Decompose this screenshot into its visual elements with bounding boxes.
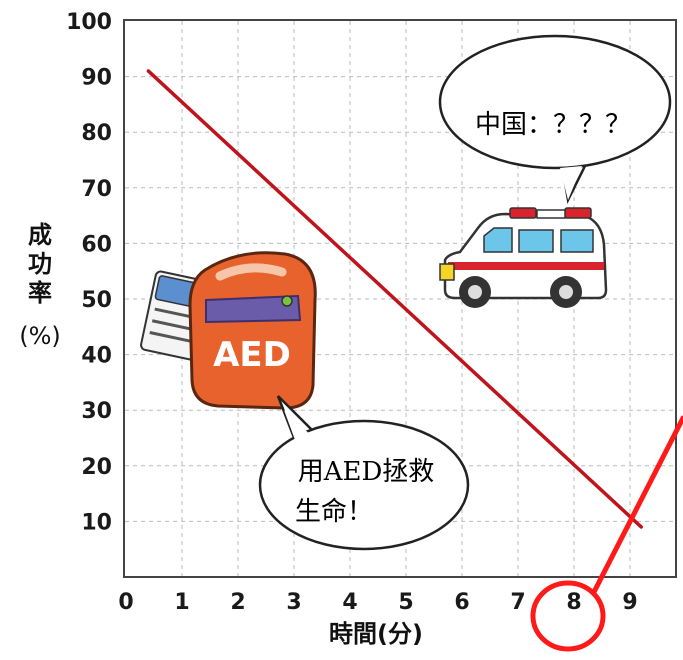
x-tick-label: 4 (342, 590, 357, 615)
x-tick-label: 7 (510, 590, 525, 615)
aed-body-icon (188, 251, 317, 410)
y-tick-label: 100 (66, 10, 112, 35)
x-tick-label: 9 (622, 590, 637, 615)
annotation-circle (530, 580, 606, 652)
y-tick-label: 70 (81, 177, 112, 202)
x-tick-labels: 0 1 2 3 4 5 6 7 8 9 (118, 590, 637, 615)
y-tick-label: 60 (81, 232, 112, 257)
x-tick-label: 2 (230, 590, 245, 615)
y-tick-label: 80 (81, 121, 112, 146)
y-axis-label-4: (%) (19, 322, 61, 350)
x-tick-label: 0 (118, 590, 133, 615)
y-axis-label-2: 功 (28, 250, 52, 278)
y-axis-label-3: 率 (28, 279, 52, 307)
aed-indicator-icon (281, 295, 293, 307)
x-tick-label: 3 (286, 590, 301, 615)
aed-handle-icon (215, 263, 287, 281)
y-tick-label: 50 (81, 288, 112, 313)
x-tick-label: 5 (398, 590, 413, 615)
aed-label: AED (213, 335, 291, 375)
ambulance-speech-bubble: 中国：？？？ (438, 34, 672, 204)
x-tick-label: 6 (454, 590, 469, 615)
series-group (146, 69, 643, 529)
aed-bubble-line-2: 生命！ (295, 497, 373, 527)
y-tick-label: 10 (81, 510, 112, 535)
tick-highlight-annotation (530, 415, 683, 652)
y-axis-label-1: 成 (28, 221, 52, 249)
aed-speech-bubble: 用AED拯救 生命！ (258, 395, 470, 551)
ambulance-illustration (439, 207, 608, 308)
x-tick-label: 8 (566, 590, 581, 615)
aed-bubble-line-1: 用AED拯救 (298, 457, 435, 487)
x-tick-label: 1 (174, 590, 189, 615)
siren-icon (509, 207, 537, 219)
y-tick-label: 90 (81, 66, 112, 91)
x-axis-label: 時間(分) (329, 620, 423, 648)
ambulance-bubble-text: 中国：？？？ (475, 110, 631, 140)
annotation-pointer-line (591, 415, 683, 595)
y-tick-labels: 10 20 30 40 50 60 70 80 90 100 (66, 10, 112, 535)
y-tick-label: 40 (81, 344, 112, 369)
aed-panel-icon (205, 294, 302, 324)
series-line (146, 69, 643, 529)
aed-illustration: AED (140, 251, 317, 410)
y-tick-label: 30 (81, 399, 112, 424)
y-tick-label: 20 (81, 455, 112, 480)
